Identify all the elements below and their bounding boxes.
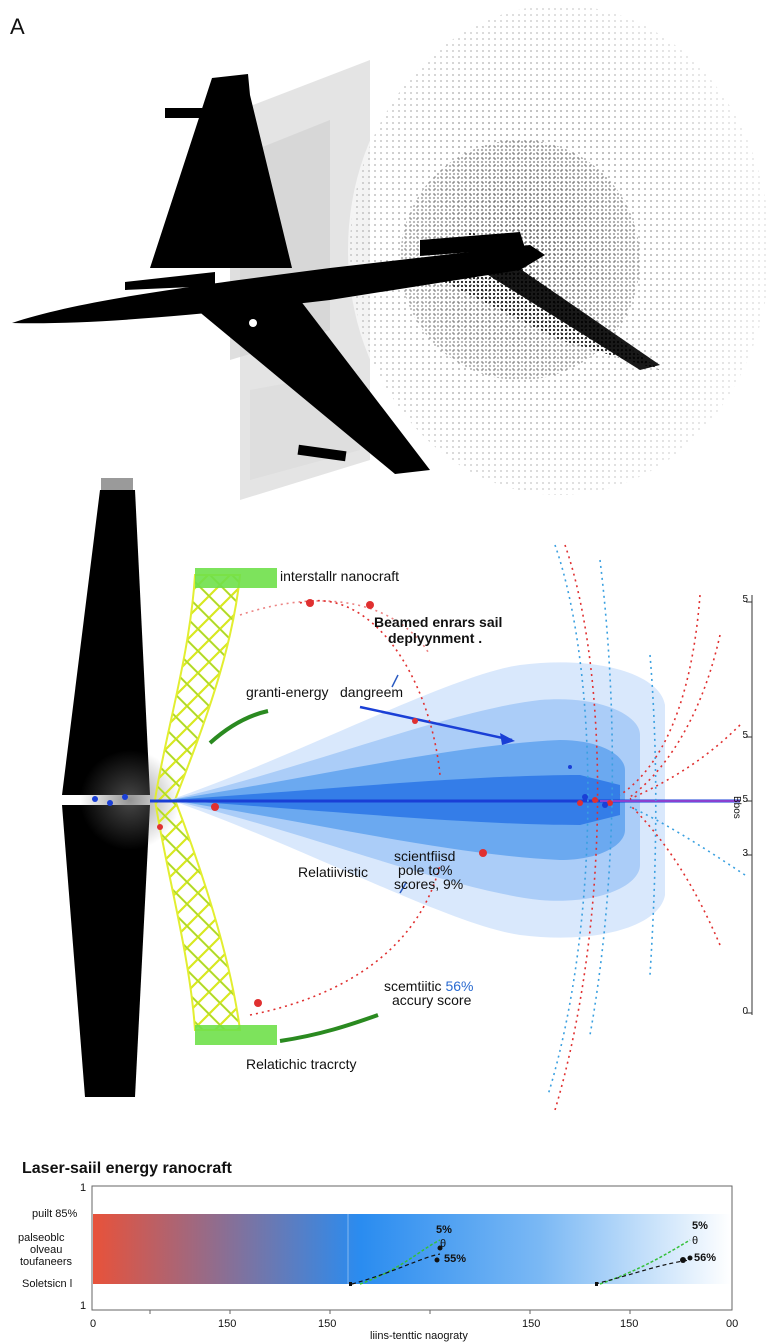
annotation-a1: 5% [436, 1224, 452, 1236]
trajectory-label: Relatichic tracrcty [246, 1056, 356, 1072]
annotation-b2: θ [692, 1235, 698, 1247]
y-tick-top: 1 [80, 1182, 86, 1194]
y-label-row3: Soletsicn l [22, 1278, 72, 1290]
dotted-field [348, 3, 768, 497]
right-tick: 5 [742, 594, 748, 605]
right-tick: 3 [742, 848, 748, 859]
scientific-label-line3: scores, 9% [394, 876, 463, 892]
y-label-row2-line2: olveau [30, 1244, 62, 1256]
x-tick: 150 [620, 1318, 638, 1330]
x-tick: 150 [218, 1318, 236, 1330]
nanocraft-label: interstallr nanocraft [280, 568, 399, 584]
dangreem-label: dangreem [340, 684, 403, 700]
x-tick: 00 [726, 1318, 738, 1330]
right-axis-label: Bbos [731, 796, 742, 819]
relativistic-label: Relatiivistic [298, 864, 368, 880]
annotation-a3: 55% [444, 1253, 466, 1265]
bottom-xlabel: liins-tenttic naograty [370, 1330, 468, 1342]
beam-fan [150, 662, 740, 937]
x-tick: 150 [522, 1318, 540, 1330]
grant-label: granti-energy [246, 684, 329, 700]
annotation-b1: 5% [692, 1220, 708, 1232]
y-tick-bottom: 1 [80, 1300, 86, 1312]
x-tick: 0 [90, 1318, 96, 1330]
right-tick: 5 [742, 794, 748, 805]
panel-a-figure [0, 0, 768, 500]
bottom-chart-title: Laser-saiil energy ranocraft [22, 1160, 232, 1178]
y-label-row2-line3: toufaneers [20, 1256, 72, 1268]
right-tick: 0 [742, 1006, 748, 1017]
x-tick: 150 [318, 1318, 336, 1330]
bottom-chart [0, 1180, 768, 1344]
beamed-label-line1: Beamed enrars sail [374, 614, 502, 630]
accuracy-label-line2: accury score [392, 992, 471, 1008]
beamed-label-line2: deplyynment . [388, 630, 482, 646]
y-label-row1: puilt 85% [32, 1208, 77, 1220]
y-label-row2-line1: palseoblc [18, 1232, 64, 1244]
annotation-b3: 56% [694, 1252, 716, 1264]
annotation-a2: θ [440, 1238, 446, 1250]
right-tick: 5 [742, 730, 748, 741]
